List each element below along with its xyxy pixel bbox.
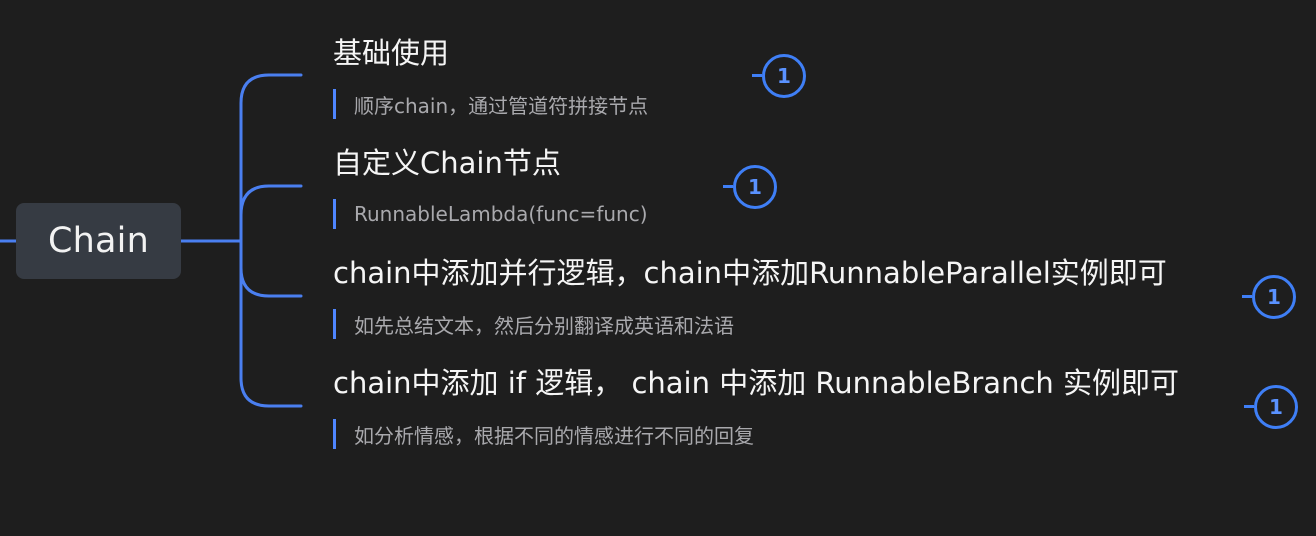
branch-connector-2 [239,184,303,217]
note-text: RunnableLambda(func=func) [354,202,648,226]
note-bar [333,419,336,449]
badge-connector [1244,405,1254,408]
topic-note-1: 顺序chain，通过管道符拼接节点 [333,89,648,119]
topic-note-4: 如分析情感，根据不同的情感进行不同的回复 [333,419,754,449]
note-bar [333,309,336,339]
topic-title: 自定义Chain节点 [333,146,561,180]
topic-note-3: 如先总结文本，然后分别翻译成英语和法语 [333,309,734,339]
topic-title: 基础使用 [333,36,450,70]
badge-connector [1242,295,1252,298]
collapse-count-badge[interactable]: 1 [1252,275,1296,319]
note-bar [333,89,336,119]
note-text: 如先总结文本，然后分别翻译成英语和法语 [354,313,734,338]
topic-note-2: RunnableLambda(func=func) [333,199,648,229]
topic-title: chain中添加并行逻辑，chain中添加RunnableParallel实例即… [333,256,1167,290]
topic-4[interactable]: chain中添加 if 逻辑， chain 中添加 RunnableBranch… [333,365,1179,401]
collapse-count-badge[interactable]: 1 [1254,385,1298,429]
topic-1[interactable]: 基础使用 [333,35,449,71]
root-label: Chain [48,221,149,261]
topic-title: chain中添加 if 逻辑， chain 中添加 RunnableBranch… [333,366,1179,400]
badge-connector [752,74,762,77]
branch-connector-4 [239,266,303,408]
topic-3[interactable]: chain中添加并行逻辑，chain中添加RunnableParallel实例即… [333,255,1167,291]
note-bar [333,199,336,229]
collapse-count-badge[interactable]: 1 [733,165,777,209]
root-node[interactable]: Chain [16,203,181,279]
branch-connector-1 [239,73,303,243]
note-text: 顺序chain，通过管道符拼接节点 [354,93,649,118]
topic-2[interactable]: 自定义Chain节点 [333,145,561,181]
collapse-count-badge[interactable]: 1 [762,54,806,98]
branch-connector-3 [239,239,303,298]
badge-connector [723,185,733,188]
note-text: 如分析情感，根据不同的情感进行不同的回复 [354,423,754,448]
